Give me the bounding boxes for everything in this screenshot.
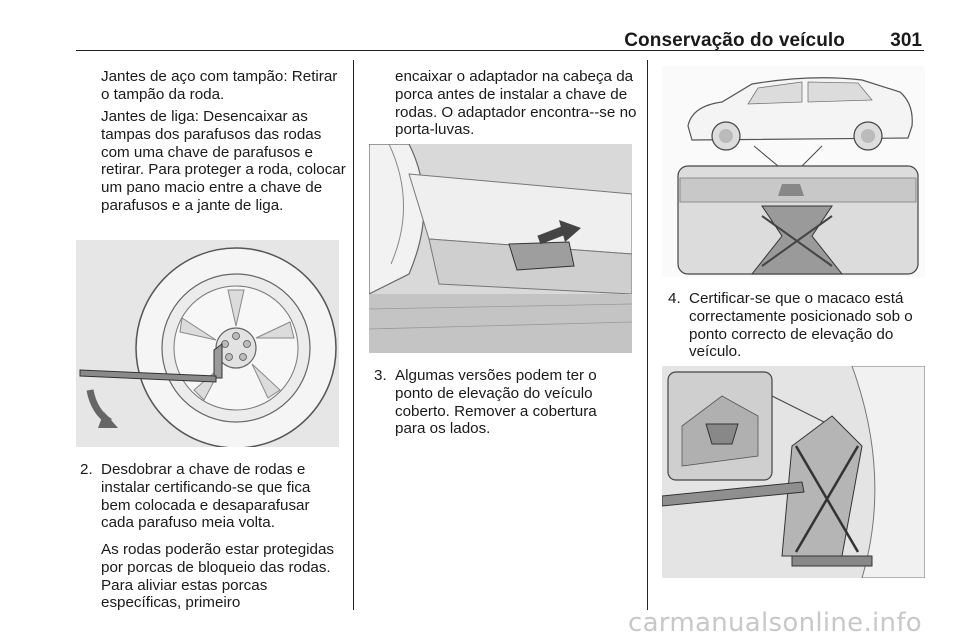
jacking-point-cover-illustration: [369, 144, 632, 353]
jack-closeup-figure: [662, 366, 925, 578]
page-title: Conservação do veículo: [624, 30, 845, 51]
step-3-text: Algumas versões podem ter o ponto de ele…: [395, 367, 597, 438]
wheel-wrench-illustration: [76, 240, 339, 447]
car-on-jack-figure: [662, 66, 925, 277]
wheel-wrench-figure: [76, 240, 339, 447]
step-4-text: Certificar-se que o macaco está correcta…: [689, 290, 913, 361]
car-on-jack-illustration: [662, 66, 925, 277]
jack-closeup-illustration: [662, 366, 925, 578]
jacking-cover-figure: [369, 144, 632, 353]
paragraph-adapter: encaixar o adaptador na cabeça da porca …: [395, 68, 637, 139]
page-number: 301: [890, 30, 922, 51]
step-2-text: Desdobrar a chave de rodas e instalar ce…: [101, 461, 311, 532]
column-divider-1: [353, 60, 354, 610]
watermark: carmanualsonline.info: [627, 608, 922, 638]
step-4-number: 4.: [668, 290, 681, 307]
paragraph-steel-rims: Jantes de aço com tampão: Retirar o tamp…: [101, 68, 338, 103]
step-2-number: 2.: [80, 461, 93, 478]
paragraph-wheel-locks: As rodas poderão estar protegidas por po…: [101, 541, 335, 612]
paragraph-alloy-rims: Jantes de liga: Desencaixar as tampas do…: [101, 108, 346, 214]
step-3-number: 3.: [374, 367, 387, 384]
header-divider: [76, 50, 924, 51]
column-divider-2: [647, 60, 648, 610]
